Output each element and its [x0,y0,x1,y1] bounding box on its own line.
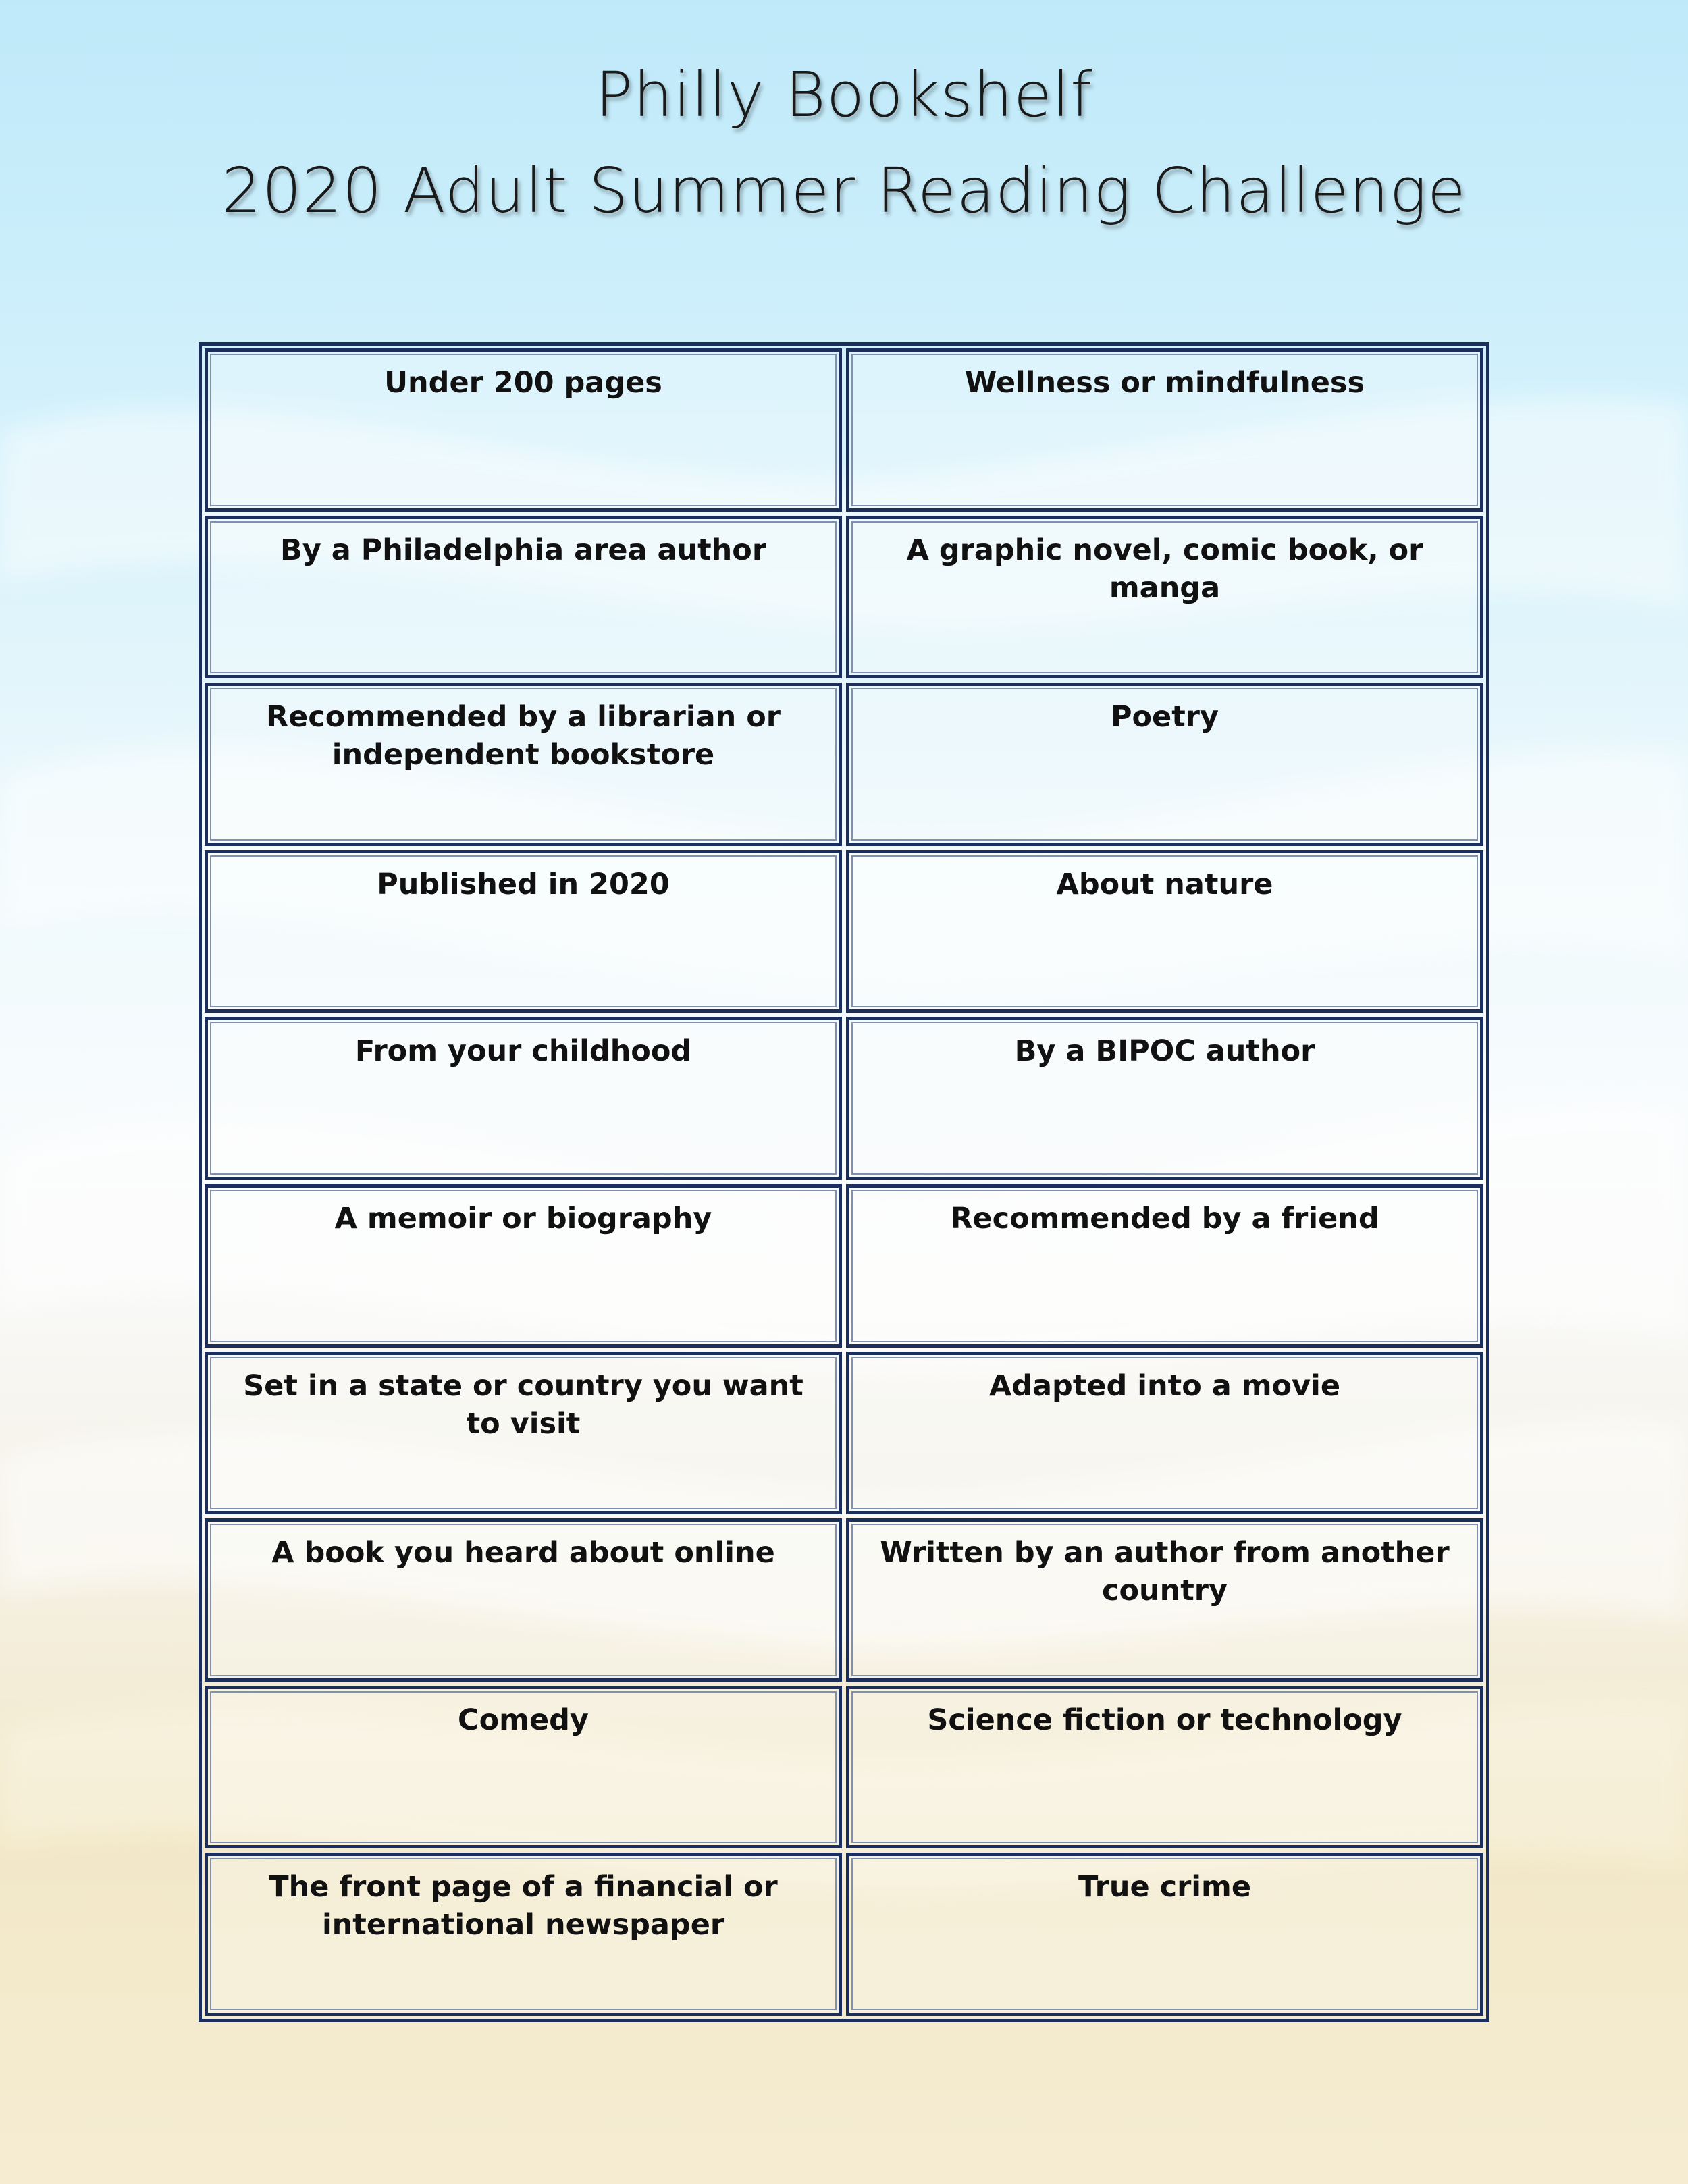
challenge-label: About nature [1056,867,1273,901]
challenge-cell: Adapted into a movie [846,1351,1483,1515]
challenge-cell: Recommended by a friend [846,1184,1483,1348]
challenge-cell: Set in a state or country you want to vi… [205,1351,842,1515]
challenge-cell: Wellness or mindfulness [846,348,1483,512]
challenge-cell: A memoir or biography [205,1184,842,1348]
challenge-cell: Science fiction or technology [846,1685,1483,1849]
challenge-cell: True crime [846,1853,1483,2016]
challenge-label: A memoir or biography [334,1202,712,1235]
challenge-label: Comedy [458,1703,589,1737]
challenge-cell: Under 200 pages [205,348,842,512]
challenge-cell: Written by an author from another countr… [846,1518,1483,1682]
challenge-label: True crime [1078,1870,1251,1905]
challenge-label: Recommended by a friend [950,1202,1379,1235]
challenge-label: Set in a state or country you want to vi… [243,1368,803,1441]
challenge-cell: Comedy [205,1685,842,1849]
challenge-label: From your childhood [354,1034,692,1069]
challenge-label: Poetry [1110,700,1219,735]
challenge-cell: Poetry [846,683,1483,846]
challenge-cell: A graphic novel, comic book, or manga [846,515,1483,679]
challenge-cell: A book you heard about online [205,1518,842,1682]
title-line-2: 2020 Adult Summer Reading Challenge [221,155,1467,227]
challenge-label: Adapted into a movie [988,1368,1340,1403]
challenge-cell: By a BIPOC author [846,1017,1483,1180]
challenge-label: Wellness or mindfulness [964,366,1365,400]
challenge-label: By a Philadelphia area author [280,533,767,567]
challenge-grid: Under 200 pages Wellness or mindfulness … [199,342,1489,2022]
challenge-label: Science fiction or technology [927,1703,1402,1737]
page-title: Philly Bookshelf 2020 Adult Summer Readi… [0,47,1688,239]
challenge-cell: Published in 2020 [205,849,842,1013]
challenge-label: Published in 2020 [377,867,670,901]
title-line-1: Philly Bookshelf [595,59,1093,131]
challenge-cell: About nature [846,849,1483,1013]
challenge-label: Recommended by a librarian or independen… [266,700,781,772]
challenge-cell: By a Philadelphia area author [205,515,842,679]
challenge-label: Written by an author from another countr… [880,1536,1450,1608]
challenge-label: A book you heard about online [271,1536,775,1570]
challenge-label: The front page of a financial or interna… [269,1870,778,1942]
challenge-cell: From your childhood [205,1017,842,1180]
challenge-label: Under 200 pages [384,366,662,400]
challenge-label: A graphic novel, comic book, or manga [906,533,1423,605]
challenge-cell: The front page of a financial or interna… [205,1853,842,2016]
challenge-cell: Recommended by a librarian or independen… [205,683,842,846]
challenge-label: By a BIPOC author [1014,1034,1315,1069]
